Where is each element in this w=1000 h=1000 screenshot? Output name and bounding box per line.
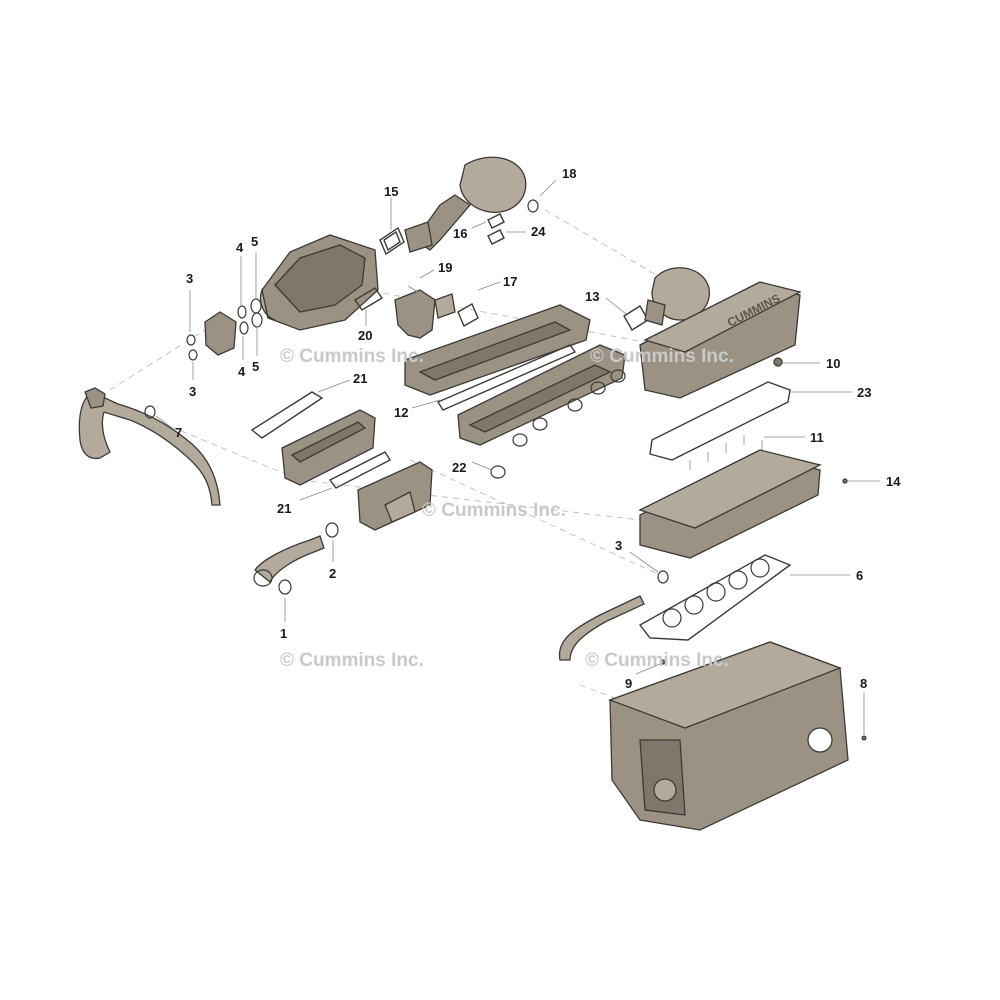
callout-20: 20 xyxy=(358,328,372,343)
coolant-elbow-part-1 xyxy=(253,522,339,595)
callout-4: 4 xyxy=(236,240,244,255)
thermostat-housing xyxy=(357,461,433,531)
charge-air-cooler xyxy=(250,391,391,489)
intake-manifold-upper xyxy=(404,304,591,396)
exhaust-gaskets-part-22 xyxy=(490,369,626,479)
bracket-part-19 xyxy=(394,285,456,339)
pin-part-14 xyxy=(842,478,848,484)
callout-9: 9 xyxy=(625,676,632,691)
turbo-housing xyxy=(644,267,710,326)
o-ring-part-18 xyxy=(527,199,539,213)
cylinder-head xyxy=(638,449,822,559)
exhaust-manifold xyxy=(457,344,626,446)
callout-24: 24 xyxy=(531,224,546,239)
callout-15: 15 xyxy=(384,184,398,199)
callout-5: 5 xyxy=(252,359,259,374)
watermark-text: © Cummins Inc. xyxy=(280,346,424,367)
gasket-part-20 xyxy=(353,287,384,311)
callout-3: 3 xyxy=(186,271,193,286)
callout-5: 5 xyxy=(251,234,258,249)
watermarks: © Cummins Inc. © Cummins Inc. © Cummins … xyxy=(280,346,734,671)
cover-plate xyxy=(204,311,237,356)
callout-21: 21 xyxy=(353,371,367,386)
callout-13: 13 xyxy=(585,289,599,304)
callout-19: 19 xyxy=(438,260,452,275)
callout-12: 12 xyxy=(394,405,408,420)
gasket-part-15 xyxy=(379,226,405,256)
cap-part-10 xyxy=(773,357,783,367)
watermark-text: © Cummins Inc. xyxy=(422,500,566,521)
callout-22: 22 xyxy=(452,460,466,475)
callout-17: 17 xyxy=(503,274,517,289)
callout-11: 11 xyxy=(810,430,824,445)
callout-6: 6 xyxy=(856,568,863,583)
callout-18: 18 xyxy=(562,166,576,181)
watermark-text: © Cummins Inc. xyxy=(590,346,734,367)
callout-labels: 1 2 3 3 3 4 4 5 5 6 7 8 9 10 11 12 13 xyxy=(155,166,901,735)
valve-cover: CUMMINS xyxy=(639,281,802,399)
callout-2: 2 xyxy=(329,566,336,581)
head-gasket-part-6 xyxy=(638,554,792,641)
dowel-part-8 xyxy=(861,735,867,741)
callout-16: 16 xyxy=(453,226,467,241)
callout-4: 4 xyxy=(238,364,246,379)
callout-23: 23 xyxy=(857,385,871,400)
gasket-part-13 xyxy=(623,305,649,331)
bolts-part-11 xyxy=(689,435,763,470)
clips-part-16-24 xyxy=(487,213,505,245)
engine-block xyxy=(608,641,849,831)
callout-3: 3 xyxy=(615,538,622,553)
watermark-text: © Cummins Inc. xyxy=(280,650,424,671)
assembly-dash-lines xyxy=(109,209,666,701)
dowel-part-9 xyxy=(660,659,666,665)
callout-3: 3 xyxy=(189,384,196,399)
long-gasket-part-12 xyxy=(436,344,577,411)
callout-10: 10 xyxy=(826,356,840,371)
callout-8: 8 xyxy=(860,676,867,691)
intake-duct xyxy=(404,156,527,253)
lower-coolant-pipe xyxy=(558,570,669,661)
coolant-tube-part-7 xyxy=(78,387,221,506)
intake-housing xyxy=(259,234,379,331)
valve-cover-gasket-part-23 xyxy=(649,381,791,461)
gasket-part-17 xyxy=(457,303,479,327)
callout-7: 7 xyxy=(175,425,182,440)
callout-21: 21 xyxy=(277,501,291,516)
callout-1: 1 xyxy=(280,626,287,641)
o-rings-left xyxy=(144,298,263,419)
callout-14: 14 xyxy=(886,474,901,489)
watermark-text: © Cummins Inc. xyxy=(585,650,729,671)
